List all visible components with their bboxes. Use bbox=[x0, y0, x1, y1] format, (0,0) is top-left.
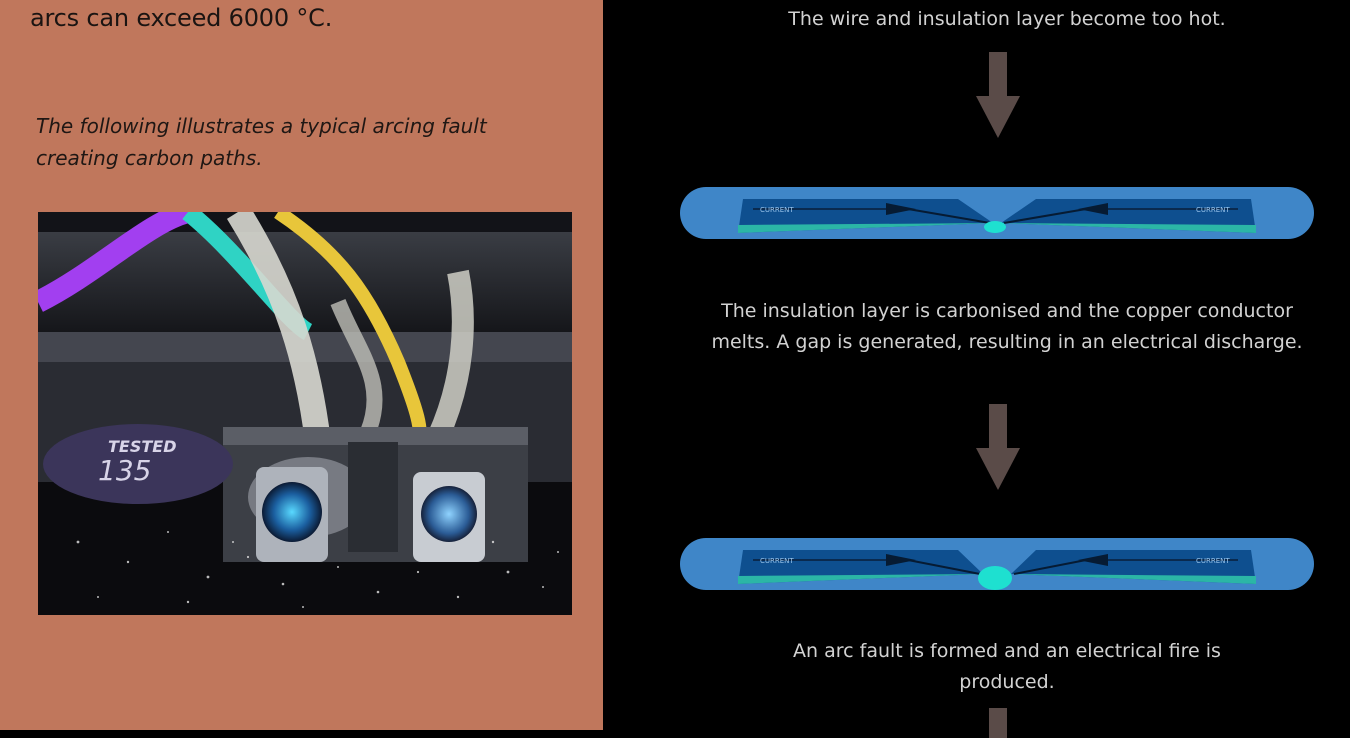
sticker-label-line1: TESTED bbox=[108, 437, 177, 456]
photo-caption: The following illustrates a typical arci… bbox=[36, 114, 487, 170]
left-panel: arcs can exceed 6000 °C. The following i… bbox=[0, 0, 603, 730]
down-arrow-icon bbox=[976, 404, 1020, 490]
lead-text: arcs can exceed 6000 °C. bbox=[30, 4, 333, 32]
wire1-left-label: CURRENT bbox=[760, 206, 794, 214]
sticker-label-line2: 135 bbox=[98, 454, 151, 487]
wire-diagram-discharge: CURRENT CURRENT bbox=[680, 538, 1314, 590]
down-arrow-icon bbox=[989, 708, 1007, 738]
step-text-carbonised: The insulation layer is carbonised and t… bbox=[711, 300, 1303, 353]
step-text-overheat: The wire and insulation layer become too… bbox=[788, 8, 1226, 30]
right-panel bbox=[603, 0, 1350, 730]
wire-diagram-overheat: CURRENT CURRENT bbox=[680, 187, 1314, 239]
wire2-right-label: CURRENT bbox=[1196, 557, 1230, 565]
step-text-arc-fault: An arc fault is formed and an electrical… bbox=[697, 636, 1317, 698]
wire1-right-label: CURRENT bbox=[1196, 206, 1230, 214]
down-arrow-icon bbox=[976, 52, 1020, 138]
wire2-left-label: CURRENT bbox=[760, 557, 794, 565]
arcing-fault-photo: TESTED 135 bbox=[38, 212, 572, 615]
step-text-arc-fault-label: An arc fault is formed and an electrical… bbox=[793, 640, 1221, 693]
arcing-fault-photo-graphic: TESTED 135 bbox=[38, 212, 572, 615]
